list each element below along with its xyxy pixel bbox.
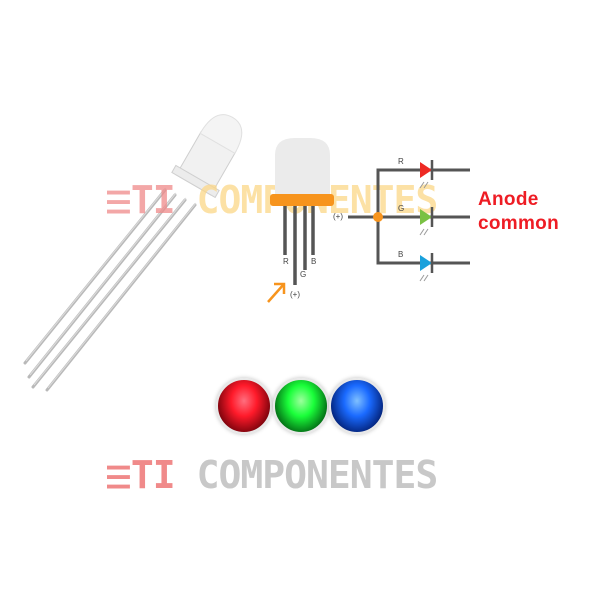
led-dome — [275, 138, 330, 195]
pin-label-g: G — [300, 270, 307, 279]
watermark-brand-prefix: TI — [130, 178, 176, 222]
branch-label-r: R — [398, 157, 404, 166]
green-glow-sample — [273, 378, 329, 434]
common-node — [373, 212, 383, 222]
pinout-schematic — [267, 138, 470, 303]
pin-label-b: B — [311, 257, 317, 266]
green-diode-icon — [420, 209, 432, 225]
node-label: (+) — [333, 212, 343, 221]
anode-common-caption: Anode common — [478, 189, 559, 234]
red-glow-sample — [216, 378, 272, 434]
watermark-brand-rest: COMPONENTES — [196, 453, 439, 497]
branch-label-b: B — [398, 250, 404, 259]
blue-glow-sample — [329, 378, 385, 434]
blue-diode-icon — [420, 255, 432, 271]
rgb-led-photo — [23, 114, 243, 392]
branch-label-g: G — [398, 204, 405, 213]
pin-label-common: (+) — [290, 290, 300, 299]
cart-logo-icon: ☰ — [105, 461, 132, 496]
pin-label-r: R — [283, 257, 289, 266]
arrow-icon — [267, 282, 286, 303]
watermark-bottom: ☰TI COMPONENTES — [105, 453, 439, 499]
cart-logo-icon: ☰ — [105, 186, 132, 221]
led-flange — [270, 194, 334, 206]
red-diode-icon — [420, 162, 432, 178]
watermark-brand-prefix: TI — [130, 453, 176, 497]
